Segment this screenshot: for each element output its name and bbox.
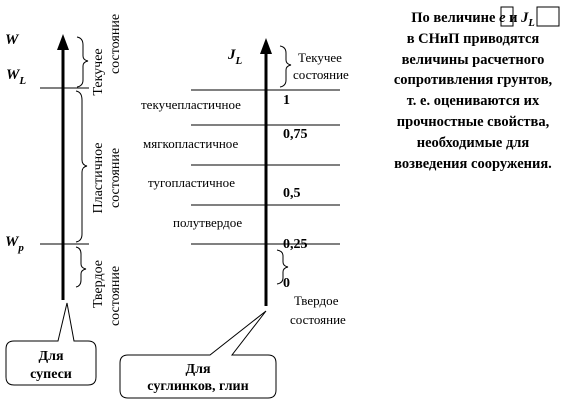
tick-05: 0,5 — [283, 186, 301, 201]
callout-sandy-loam-line2: супеси — [30, 367, 72, 382]
brace-solid — [75, 246, 87, 288]
note-line-0: По величине e и JL — [411, 10, 535, 29]
note-box-e — [500, 6, 514, 27]
consistency-label-1: текучепластичное — [141, 97, 241, 112]
note-line-7: возведения сооружения. — [394, 156, 552, 172]
consistency-label-2: мягкопластичное — [143, 136, 238, 151]
note-line-5: прочностные свойства, — [397, 114, 550, 130]
consistency-label-3: тугопластичное — [148, 175, 235, 190]
tick-075: 0,75 — [283, 127, 308, 142]
label-w: W — [5, 32, 20, 48]
consistency-label-4: полутвердое — [173, 215, 242, 230]
top-state-line2: состояние — [293, 67, 349, 82]
brace-fluid — [76, 36, 89, 88]
note-line-1: в СНиП приводятся — [407, 31, 540, 47]
note-line-3: сопротивления грунтов, — [394, 72, 553, 88]
note-line-6: необходимые для — [417, 135, 530, 151]
state-fluid-line1: Текучее — [91, 48, 106, 95]
state-solid-line1: Твердое — [91, 260, 106, 308]
note-box-jl — [536, 6, 560, 27]
callout-loam-clay-line1: Для — [185, 362, 210, 377]
state-plastic-line1: Пластичное — [91, 142, 106, 213]
left-scale: W WL Wp Текучее состояние Пластичное сос… — [5, 14, 123, 386]
left-axis-arrowhead — [57, 34, 69, 50]
note-line-4: т. е. оцениваются их — [407, 93, 540, 109]
callout-sandy-loam-line1: Для — [38, 349, 63, 364]
tick-025: 0,25 — [283, 237, 308, 252]
callout-sandy-loam — [5, 302, 97, 386]
right-scale: JL Текучее состояние 1 0,75 0,5 0,25 0 т… — [119, 38, 349, 399]
axis-label-jl: JL — [227, 47, 243, 67]
brace-solid-right — [276, 249, 289, 285]
state-solid-line2: состояние — [108, 266, 123, 326]
top-state-line1: Текучее — [298, 50, 342, 65]
note-line-2: величины расчетного — [402, 52, 545, 68]
state-plastic-line2: состояние — [108, 148, 123, 208]
right-axis-arrowhead — [260, 38, 272, 54]
bottom-state-line1: Твердое — [294, 293, 339, 308]
tick-0: 0 — [283, 276, 290, 291]
label-wl: WL — [6, 67, 26, 87]
bottom-state-line2: состояние — [290, 312, 346, 327]
tick-1: 1 — [283, 93, 290, 108]
callout-loam-clay — [119, 310, 277, 399]
brace-plastic — [75, 90, 88, 243]
brace-fluid-right — [279, 45, 292, 88]
note-block: По величине e и JL в СНиП приводятся вел… — [394, 6, 560, 172]
state-fluid-line2: состояние — [108, 14, 123, 74]
callout-loam-clay-line2: суглинков, глин — [147, 379, 248, 394]
label-wp: Wp — [5, 234, 24, 254]
